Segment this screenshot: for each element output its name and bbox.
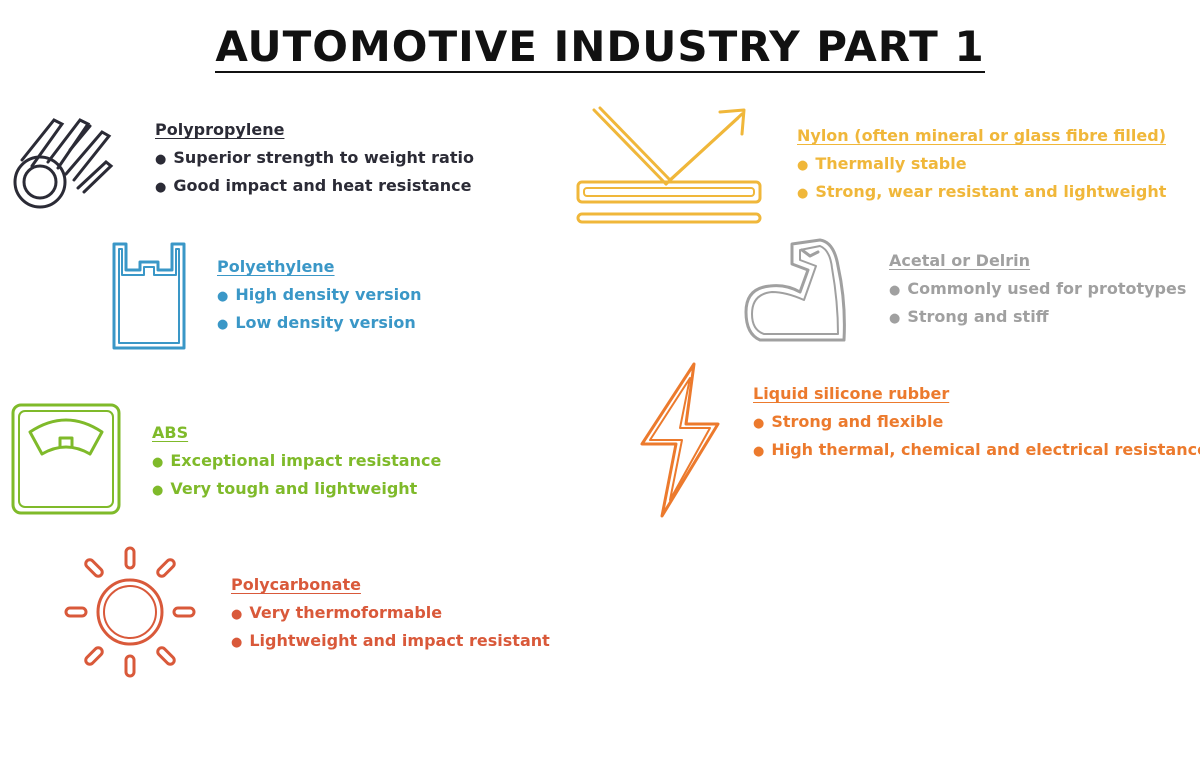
material-bullet: Strong and flexible <box>753 412 1200 431</box>
material-heading: Acetal or Delrin <box>889 251 1031 270</box>
material-bullet: Strong, wear resistant and lightweight <box>797 182 1166 201</box>
material-polyethylene: Polyethylene High density version Low de… <box>217 257 422 341</box>
scale-icon <box>11 403 121 515</box>
material-heading: Nylon (often mineral or glass fibre fill… <box>797 126 1166 145</box>
material-bullet: High density version <box>217 285 421 304</box>
material-bullet: Thermally stable <box>797 154 1166 173</box>
material-polypropylene: Polypropylene Superior strength to weigh… <box>155 120 474 204</box>
material-heading: Polycarbonate <box>231 575 361 594</box>
material-bullet: Superior strength to weight ratio <box>155 148 474 167</box>
material-bullet: Lightweight and impact resistant <box>231 631 549 650</box>
meteor-icon <box>13 118 114 209</box>
material-acetal: Acetal or Delrin Commonly used for proto… <box>889 251 1186 335</box>
material-heading: Polypropylene <box>155 120 285 139</box>
material-liquid-silicone-rubber: Liquid silicone rubber Strong and flexib… <box>753 384 1200 468</box>
arm-muscle-icon <box>744 238 846 342</box>
material-bullet: Very thermoformable <box>231 603 550 622</box>
bag-icon <box>112 242 186 350</box>
material-heading: Polyethylene <box>217 257 335 276</box>
material-heading: Liquid silicone rubber <box>753 384 950 403</box>
page-title: AUTOMOTIVE INDUSTRY PART 1 <box>215 22 985 73</box>
material-bullet: High thermal, chemical and electrical re… <box>753 440 1200 459</box>
material-nylon: Nylon (often mineral or glass fibre fill… <box>797 126 1166 210</box>
material-heading: ABS <box>152 423 189 442</box>
material-bullet: Strong and stiff <box>889 307 1186 326</box>
reflection-icon <box>576 106 762 224</box>
sun-icon <box>64 546 196 678</box>
material-bullet: Very tough and lightweight <box>152 479 441 498</box>
material-bullet: Low density version <box>217 313 422 332</box>
lightning-icon <box>640 362 720 518</box>
material-bullet: Commonly used for prototypes <box>889 279 1186 298</box>
material-abs: ABS Exceptional impact resistance Very t… <box>152 423 441 507</box>
material-bullet: Good impact and heat resistance <box>155 176 474 195</box>
material-polycarbonate: Polycarbonate Very thermoformable Lightw… <box>231 575 550 659</box>
material-bullet: Exceptional impact resistance <box>152 451 441 470</box>
